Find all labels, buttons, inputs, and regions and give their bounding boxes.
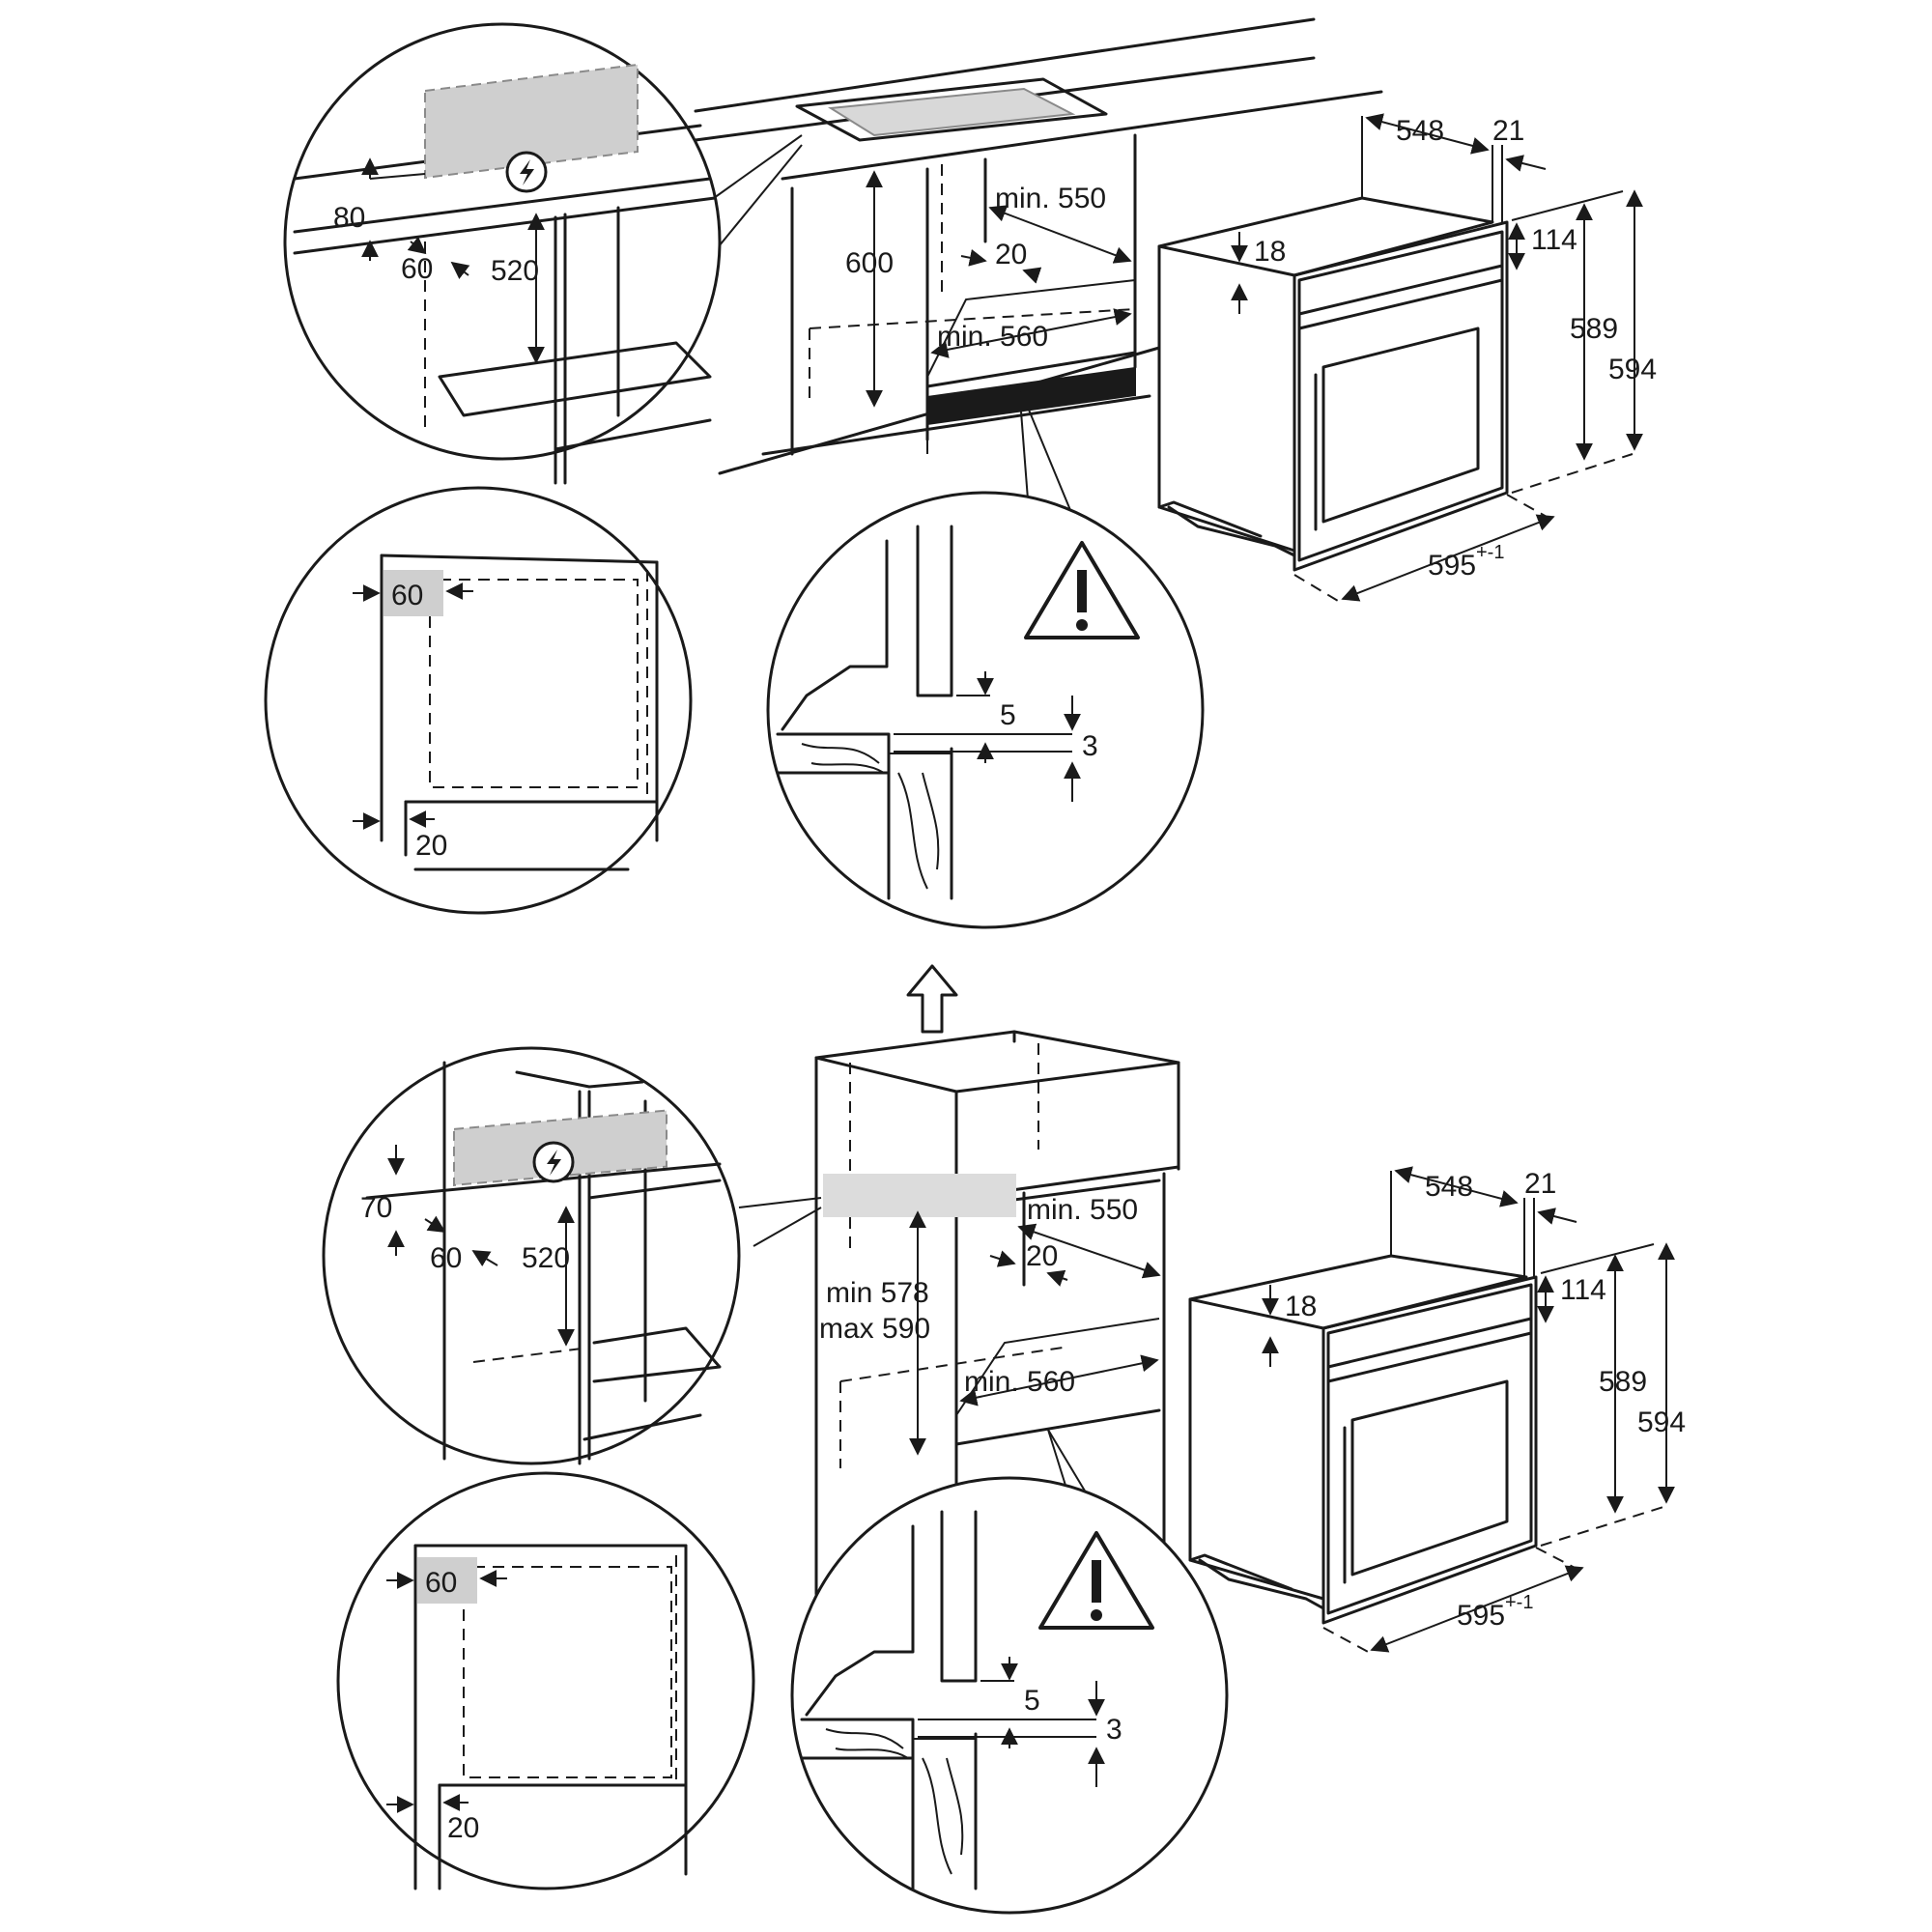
oven-dimensions-bottom: 548 21 18 114 589 594 595	[1188, 1166, 1686, 1655]
oven-body-height-label: 589	[1570, 313, 1618, 345]
cable-zone-height-label: 80	[333, 202, 365, 234]
joint-gap-5-label: 5	[1000, 699, 1016, 731]
oven-front-offset-label: 18	[1254, 236, 1286, 268]
tall-oven-depth-label: 548	[1425, 1171, 1473, 1203]
tall-side-top-clearance-label: 60	[425, 1567, 457, 1599]
oven-panel-height-label: 114	[1531, 224, 1577, 256]
side-bottom-clearance-label: 20	[415, 830, 447, 862]
oven-dimensions-top: 548 21 18 114 589 594 595	[1157, 113, 1657, 605]
tall-oven-body-height-label: 589	[1599, 1366, 1647, 1398]
cable-zone-depth-label: 520	[491, 255, 539, 287]
tall-oven-front-offset-label: 18	[1285, 1291, 1317, 1322]
tall-oven-total-height-label: 594	[1637, 1406, 1686, 1438]
cabinet-width-label: min. 560	[937, 321, 1048, 353]
tall-cabinet-height-min-label: min 578	[826, 1277, 929, 1309]
tall-cabinet-height-max-label: max 590	[819, 1313, 930, 1345]
tall-oven-panel-height-label: 114	[1560, 1274, 1606, 1306]
oven-width-label: 595	[1428, 550, 1476, 582]
tall-oven-width-tolerance-label: +-1	[1505, 1592, 1533, 1613]
tall-cable-zone-height-label: 70	[360, 1192, 392, 1224]
oven-width-tolerance-label: +-1	[1476, 542, 1504, 563]
oven-depth-label: 548	[1396, 115, 1444, 147]
tall-cable-zone-offset-label: 60	[430, 1242, 462, 1274]
up-arrow-icon	[906, 964, 958, 1034]
electric-lightning-icon	[505, 151, 548, 193]
tall-oven-front-thickness-label: 21	[1524, 1168, 1556, 1200]
tall-joint-gap-5-label: 5	[1024, 1685, 1040, 1717]
side-clearance-detail: 60 20	[264, 486, 693, 915]
tall-joint-detail: 5 3	[790, 1476, 1229, 1915]
cabinet-depth-label: min. 550	[995, 183, 1106, 214]
oven-front-thickness-label: 21	[1492, 115, 1524, 147]
joint-detail: 5 3	[766, 491, 1205, 929]
tall-cable-zone-depth-label: 520	[522, 1242, 570, 1274]
tall-oven-width-label: 595	[1457, 1600, 1505, 1632]
joint-gap-3-label: 3	[1082, 730, 1098, 762]
cable-zone-offset-label: 60	[401, 253, 433, 285]
side-top-clearance-label: 60	[391, 580, 423, 611]
oven-total-height-label: 594	[1608, 354, 1657, 385]
cabinet-gap-label: 20	[995, 239, 1027, 270]
tall-cabinet-width-label: min. 560	[964, 1366, 1075, 1398]
tall-cable-zone-detail: 70 60 520	[322, 1046, 741, 1465]
tall-electric-lightning-icon	[532, 1141, 575, 1183]
tall-joint-gap-3-label: 3	[1106, 1714, 1122, 1746]
tall-cabinet-depth-label: min. 550	[1027, 1194, 1138, 1226]
tall-side-clearance-detail: 60 20	[336, 1471, 755, 1890]
cable-zone-detail: 80 60 520	[283, 22, 722, 485]
tall-cabinet-gap-label: 20	[1026, 1240, 1058, 1272]
cabinet-height-label: 600	[845, 247, 894, 279]
tall-side-bottom-clearance-label: 20	[447, 1812, 479, 1844]
under-counter-installation: 600 min. 550 20 min. 560	[264, 17, 1657, 929]
tall-cabinet-installation: min 578 max 590 min. 550 20 min. 560	[322, 964, 1686, 1915]
